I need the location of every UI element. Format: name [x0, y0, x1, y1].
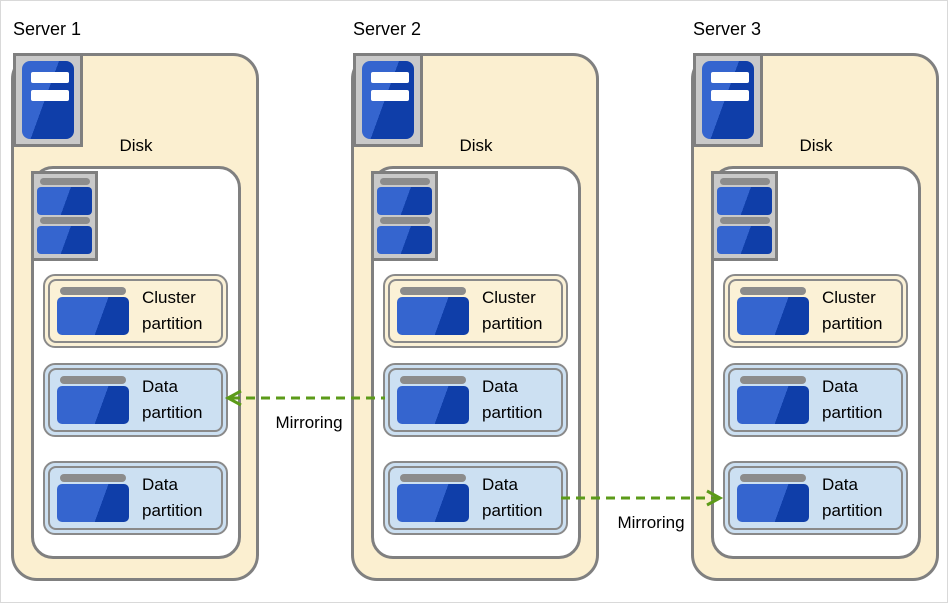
drive-platter-icon: [717, 187, 772, 215]
server-3-box: Disk Cluster partition: [691, 53, 939, 581]
drive-bar-icon: [719, 217, 770, 224]
disk-drives-icon: [31, 171, 98, 261]
disk-label: Disk: [459, 136, 493, 155]
drive-platter-icon: [37, 187, 92, 215]
partition-label: Cluster partition: [142, 288, 203, 333]
tower-icon: [22, 61, 74, 139]
partition-icon: [57, 287, 129, 335]
server-3-group: Server 3 Disk: [691, 19, 939, 585]
tower-slot-icon: [711, 90, 749, 101]
data-partition: Data partition: [383, 363, 568, 437]
server-1-group: Server 1 Disk: [11, 19, 259, 585]
cluster-partition: Cluster partition: [383, 274, 568, 348]
drive-platter-icon: [377, 187, 432, 215]
partition-label: Data partition: [482, 475, 543, 520]
server-2-label: Server 2: [353, 19, 422, 39]
disk-label: Disk: [799, 136, 833, 155]
tower-slot-icon: [371, 90, 409, 101]
tower-slot-icon: [31, 72, 69, 83]
cluster-partition: Cluster partition: [43, 274, 228, 348]
partition-icon: [57, 376, 129, 424]
mirroring-label: Mirroring: [275, 413, 343, 432]
server-3-label: Server 3: [693, 19, 762, 39]
partition-label: Data partition: [142, 475, 203, 520]
partition-label: Data partition: [822, 377, 883, 422]
partition-label: Cluster partition: [482, 288, 543, 333]
server-1-box: Disk Cluster partition: [11, 53, 259, 581]
partition-icon: [397, 376, 469, 424]
tower-slot-icon: [711, 72, 749, 83]
drive-platter-icon: [717, 226, 772, 254]
partition-icon: [397, 474, 469, 522]
tower-icon: [702, 61, 754, 139]
server-2-group: Server 2 Disk: [351, 19, 599, 585]
partition-icon: [737, 474, 809, 522]
drive-bar-icon: [379, 217, 430, 224]
partition-icon: [397, 287, 469, 335]
partition-label: Data partition: [822, 475, 883, 520]
server-tower-icon: [13, 53, 83, 147]
data-partition: Data partition: [723, 363, 908, 437]
mirroring-label: Mirroring: [617, 513, 685, 532]
drive-bar-icon: [379, 178, 430, 185]
disk-label: Disk: [119, 136, 153, 155]
server-tower-icon: [693, 53, 763, 147]
drive-platter-icon: [37, 226, 92, 254]
data-partition: Data partition: [723, 461, 908, 535]
tower-icon: [362, 61, 414, 139]
mirroring-arrow-left-icon: [224, 389, 385, 407]
drive-bar-icon: [39, 217, 90, 224]
partition-icon: [737, 376, 809, 424]
server-2-box: Disk Cluster partition: [351, 53, 599, 581]
drive-bar-icon: [39, 178, 90, 185]
partition-icon: [737, 287, 809, 335]
cluster-partition: Cluster partition: [723, 274, 908, 348]
server-tower-icon: [353, 53, 423, 147]
data-partition: Data partition: [43, 461, 228, 535]
drive-platter-icon: [377, 226, 432, 254]
data-partition: Data partition: [383, 461, 568, 535]
drive-bar-icon: [719, 178, 770, 185]
tower-slot-icon: [31, 90, 69, 101]
partition-label: Cluster partition: [822, 288, 883, 333]
tower-slot-icon: [371, 72, 409, 83]
partition-icon: [57, 474, 129, 522]
mirroring-arrow-right-icon: [561, 489, 724, 507]
server-1-label: Server 1: [13, 19, 82, 39]
disk-drives-icon: [711, 171, 778, 261]
disk-drives-icon: [371, 171, 438, 261]
data-partition: Data partition: [43, 363, 228, 437]
partition-label: Data partition: [482, 377, 543, 422]
partition-label: Data partition: [142, 377, 203, 422]
